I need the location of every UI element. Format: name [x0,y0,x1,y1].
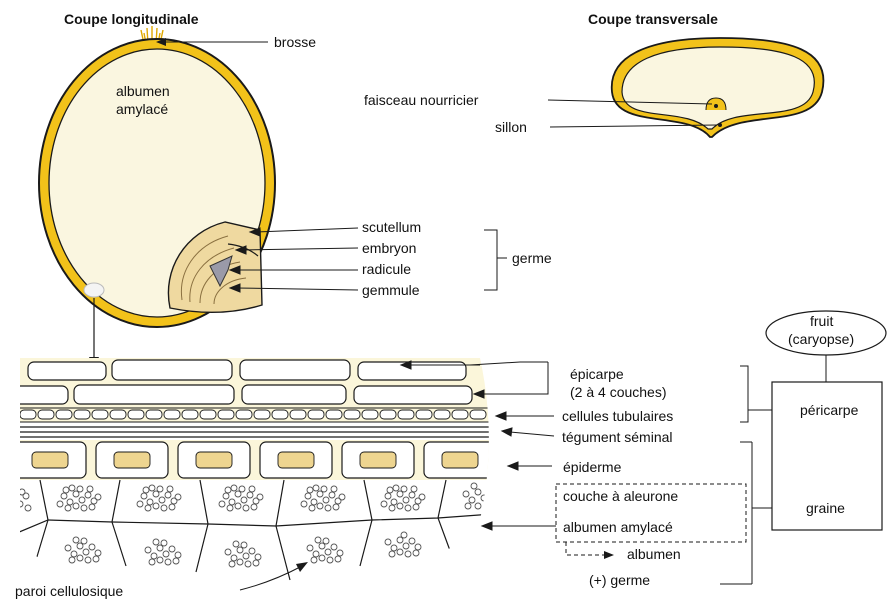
label-germe-plus: (+) germe [589,572,650,588]
label-cellules-tubulaires: cellules tubulaires [562,408,673,424]
label-albumen: albumen [627,546,681,562]
transversal-section [612,38,824,137]
longitudinal-section [39,26,275,327]
label-sillon: sillon [495,119,527,135]
label-aleurone: couche à aleurone [563,488,678,504]
pericarpe-bracket [720,366,772,584]
title-transversal: Coupe transversale [588,11,718,27]
label-paroi: paroi cellulosique [15,583,123,599]
tissue-detail [0,355,520,604]
label-epicarpe-1: épicarpe [570,366,624,382]
germ-bracket [484,230,507,290]
label-tegument: tégument séminal [562,429,673,445]
label-epiderme: épiderme [563,459,622,475]
label-albumen-1: albumen [116,83,170,99]
label-epicarpe-2: (2 à 4 couches) [570,384,667,400]
label-germe: germe [512,250,552,266]
label-radicule: radicule [362,261,411,277]
label-scutellum: scutellum [362,219,421,235]
label-faisceau: faisceau nourricier [364,92,479,108]
title-longitudinal: Coupe longitudinale [64,11,199,27]
label-pericarpe: péricarpe [800,402,859,418]
label-gemmule: gemmule [362,282,420,298]
label-albumen-amylace: albumen amylacé [563,519,673,535]
label-brosse: brosse [274,34,316,50]
section-point-marker [84,283,104,297]
label-albumen-2: amylacé [116,101,168,117]
label-caryopse: (caryopse) [788,331,854,347]
label-fruit: fruit [810,313,833,329]
label-graine: graine [806,500,845,516]
arrow-albumen [604,551,614,559]
label-embryon: embryon [362,240,416,256]
